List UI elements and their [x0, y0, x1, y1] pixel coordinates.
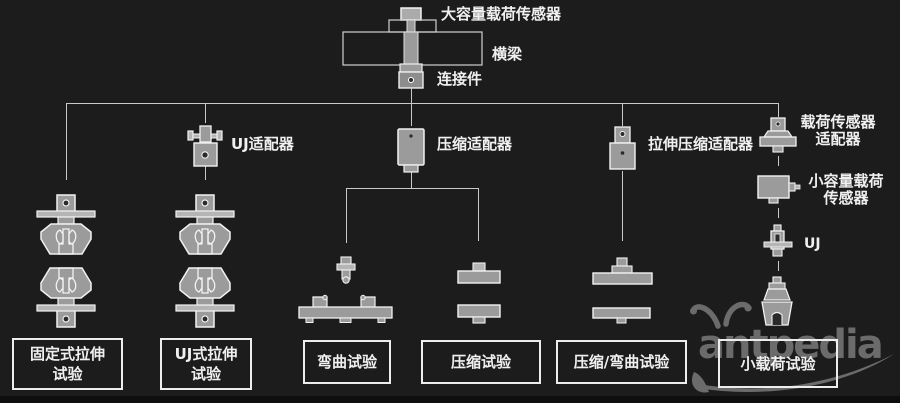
branch-line-compression-adapter — [411, 103, 412, 126]
load-cell-adapter-icon — [759, 117, 797, 153]
small-load-cell-icon — [757, 175, 801, 204]
test-box-compression-bending-label: 压缩/弯曲试验 — [573, 353, 670, 371]
wedge-grip-upper-icon — [36, 194, 96, 255]
branch-line-load-sensor-adapter — [778, 103, 779, 117]
watermark-text: antpedia — [698, 322, 882, 368]
uj-joint-icon — [763, 224, 793, 257]
test-box-fixed-tensile: 固定式拉伸 试验 — [12, 338, 123, 390]
dash-line-2 — [778, 208, 779, 218]
dash-line-3 — [778, 261, 779, 271]
line-uj-adapter-to-grip — [205, 166, 206, 180]
antpedia-watermark: antpedia — [690, 301, 894, 393]
sub-branch-line — [346, 188, 478, 189]
stem-line — [411, 88, 412, 103]
watermark-antenna-right-tip — [744, 304, 752, 312]
test-box-fixed-tensile-line1: 固定式拉伸 — [29, 345, 105, 363]
small-load-cell-label-line1: 小容量载荷 — [808, 172, 884, 190]
compression-adapter-label: 压缩适配器 — [437, 135, 513, 153]
watermark-leaf-icon — [691, 372, 709, 393]
test-box-uj-tensile-line1: UJ式拉伸 — [174, 345, 238, 363]
uj-joint-label: UJ — [804, 236, 821, 252]
load-cell-adapter-label-line2: 适配器 — [815, 130, 861, 148]
watermark-antenna-left-tip — [690, 307, 697, 315]
crosshead-load-cell-icon — [342, 7, 483, 89]
watermark-swoosh — [698, 354, 894, 392]
compression-bending-platens-icon — [592, 257, 653, 324]
bend-fixture-base-icon — [298, 294, 393, 323]
uj-grip-upper-icon — [175, 194, 235, 255]
compression-platens-icon — [457, 262, 501, 324]
test-box-compression-label: 压缩试验 — [450, 353, 511, 371]
test-box-uj-tensile: UJ式拉伸 试验 — [160, 338, 252, 390]
tension-compression-adapter-icon — [609, 126, 636, 170]
branch-line-fixed-tensile — [66, 103, 67, 180]
bottom-strip — [0, 396, 900, 403]
main-branch-line — [66, 103, 778, 104]
load-cell-adapter-label: 载荷传感器 适配器 — [788, 114, 888, 148]
compression-adapter-icon — [397, 128, 425, 173]
small-load-cell-label-line2: 传感器 — [823, 189, 869, 207]
bend-indenter-icon — [336, 256, 356, 284]
test-box-uj-tensile-line2: 试验 — [190, 365, 221, 383]
test-box-fixed-tensile-line2: 试验 — [52, 365, 83, 383]
crossbeam-label: 横梁 — [492, 45, 523, 63]
uj-adapter-icon — [187, 125, 223, 167]
line-tc-adapter-to-platen — [622, 171, 623, 241]
test-box-bending-label: 弯曲试验 — [316, 353, 377, 371]
small-grip-icon — [761, 276, 793, 326]
test-box-compression-bending: 压缩/弯曲试验 — [556, 340, 687, 384]
test-box-compression: 压缩试验 — [421, 340, 541, 384]
uj-adapter-label: UJ适配器 — [231, 135, 294, 153]
uj-grip-lower-icon — [175, 267, 235, 328]
test-box-small-load: 小载荷试验 — [718, 339, 838, 388]
connector-label: 连接件 — [437, 70, 483, 88]
line-compression-adapter-down — [411, 172, 412, 188]
test-box-bending: 弯曲试验 — [303, 340, 391, 384]
sub-line-bending — [346, 188, 347, 243]
branch-line-uj-adapter — [205, 103, 206, 123]
small-load-cell-label: 小容量载荷 传感器 — [798, 173, 894, 207]
test-box-small-load-label: 小载荷试验 — [740, 354, 816, 373]
branch-line-tension-compression-adapter — [622, 103, 623, 126]
tension-compression-adapter-label: 拉伸压缩适配器 — [648, 135, 754, 153]
load-cell-adapter-label-line1: 载荷传感器 — [800, 113, 876, 131]
wedge-grip-lower-icon — [36, 267, 96, 328]
large-load-cell-label: 大容量载荷传感器 — [441, 5, 562, 23]
dash-line-1 — [778, 156, 779, 166]
sub-line-compression — [478, 188, 479, 241]
